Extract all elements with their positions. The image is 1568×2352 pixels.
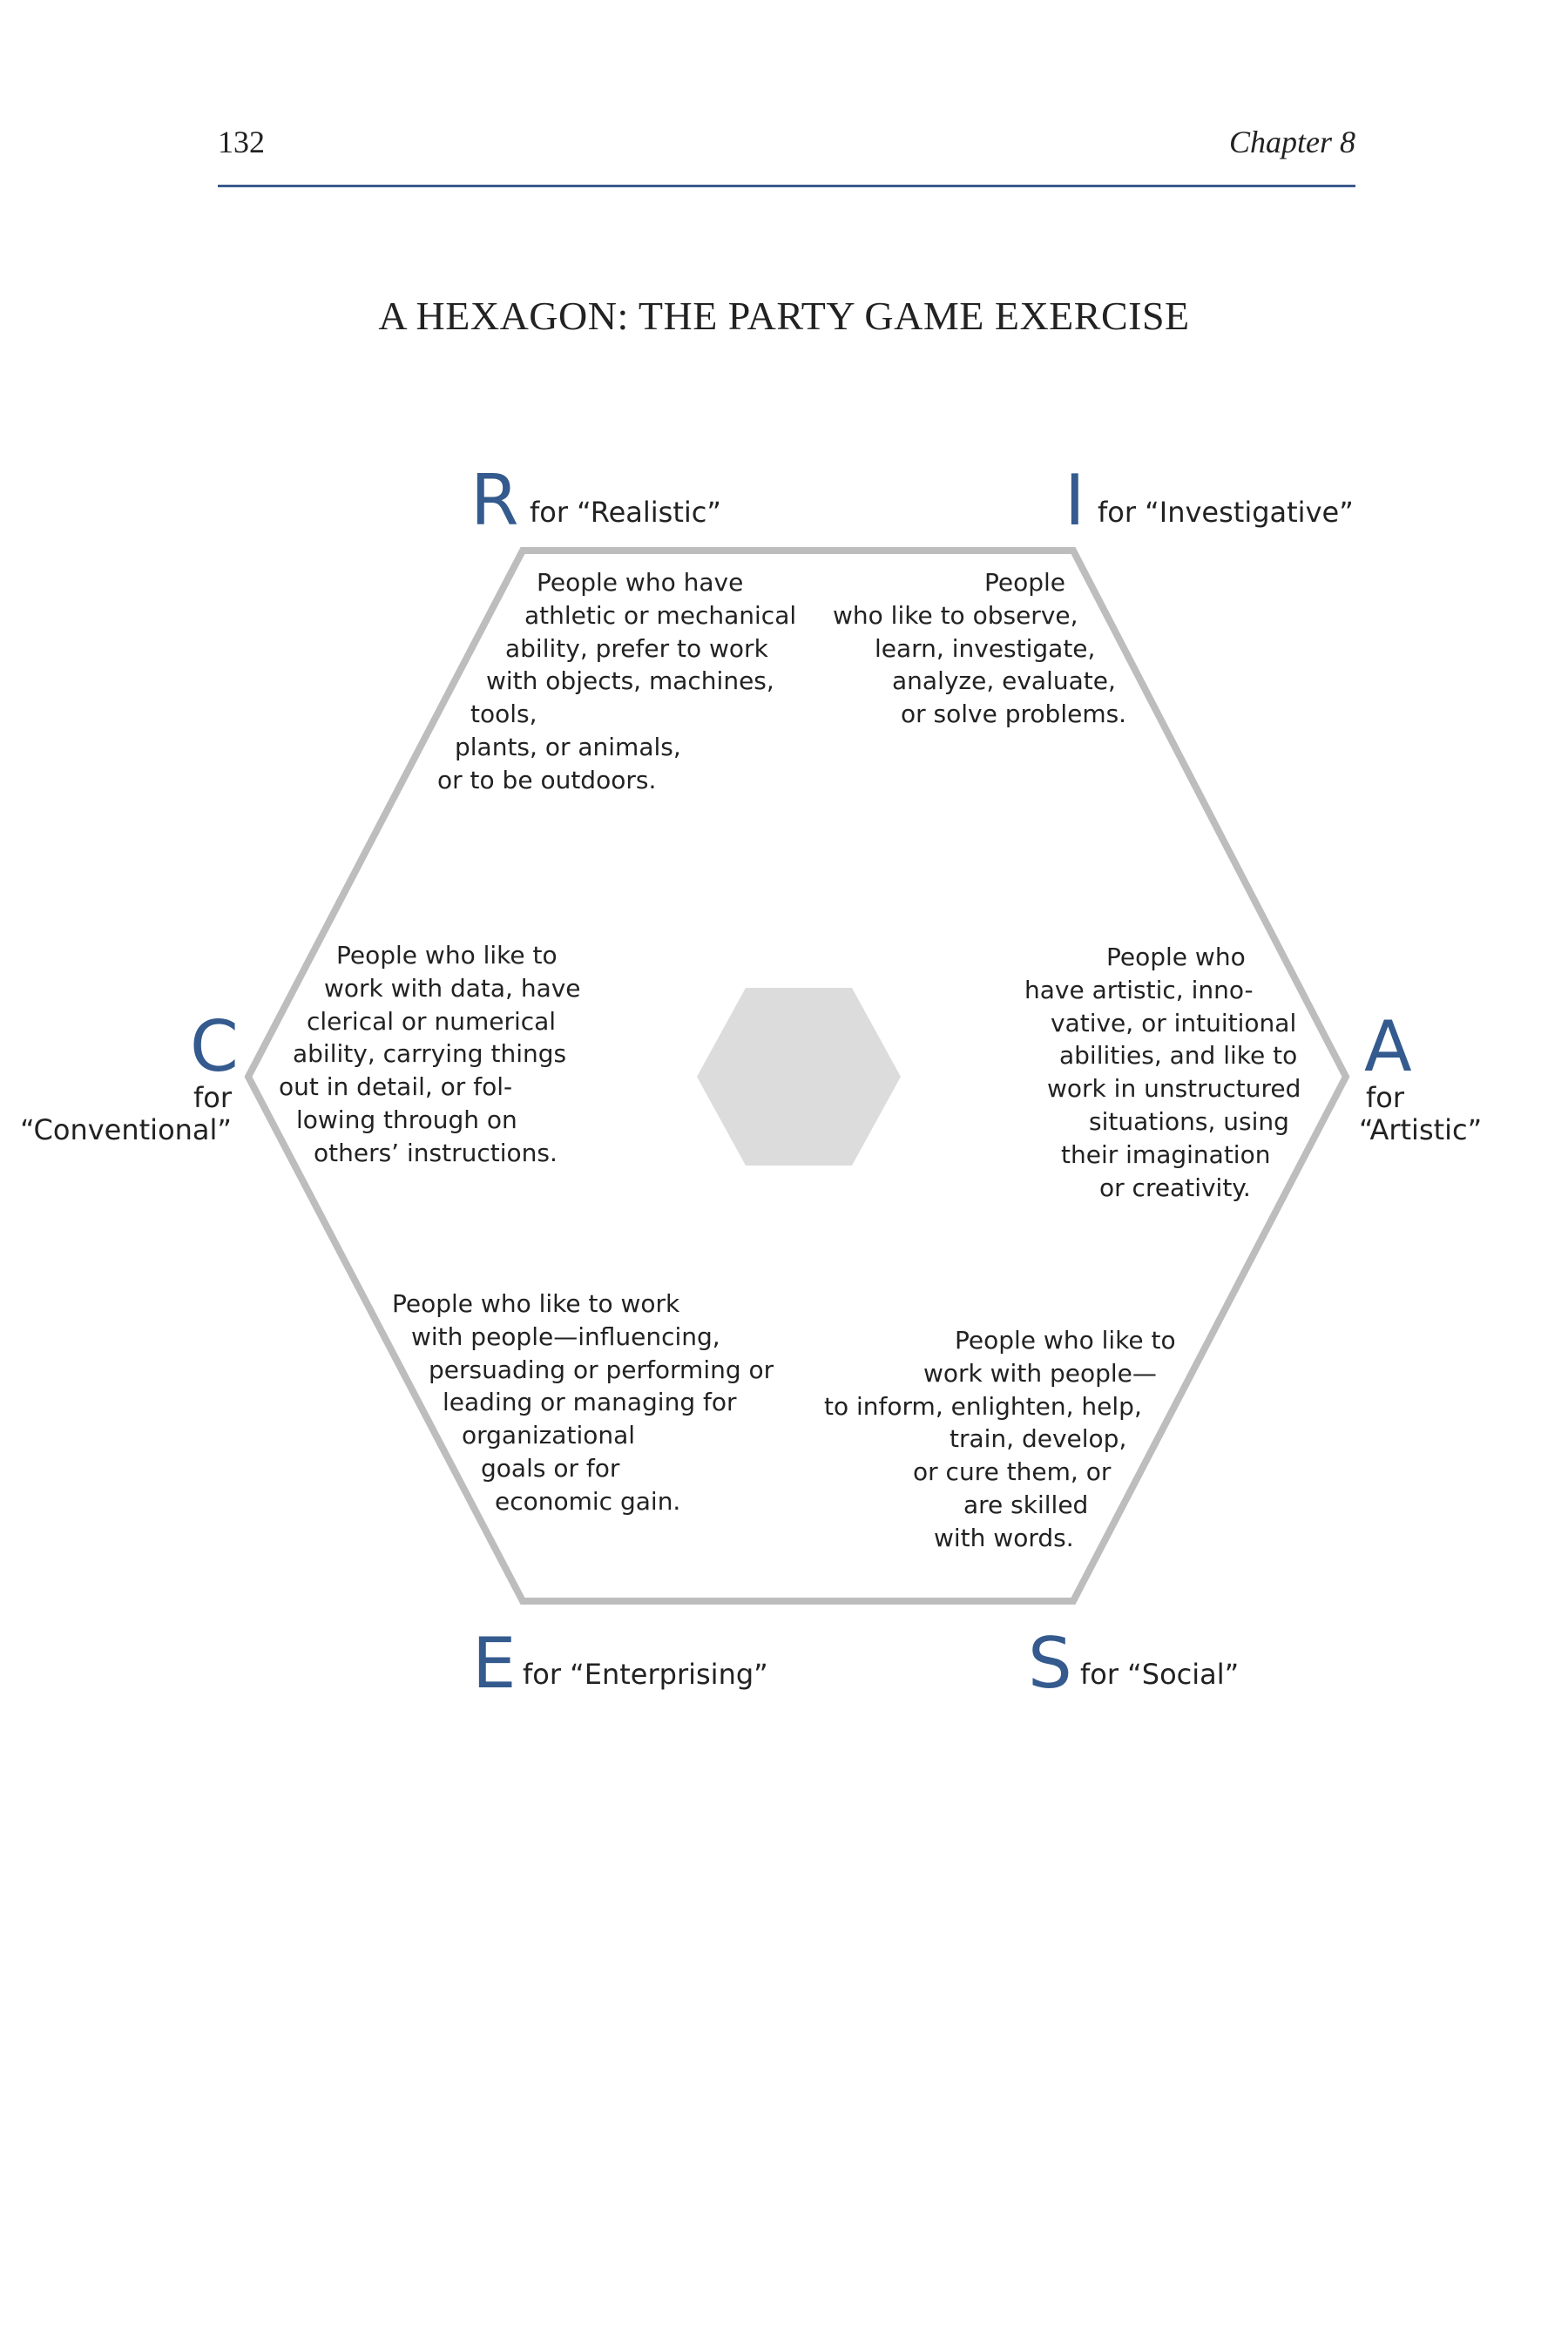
desc-line: athletic or mechanical bbox=[524, 600, 797, 630]
desc-line: or cure them, or bbox=[913, 1457, 1112, 1487]
desc-line: People who like to bbox=[955, 1326, 1176, 1355]
diagram-title: A HEXAGON: THE PARTY GAME EXERCISE bbox=[378, 294, 1190, 338]
chapter-title: Chapter 8 bbox=[1228, 125, 1355, 159]
social-description: People who like to work with people— to … bbox=[824, 1324, 1176, 1555]
investigative-description: People who like to observe, learn, inves… bbox=[833, 566, 1126, 731]
desc-line: economic gain. bbox=[495, 1486, 681, 1516]
desc-line: or creativity. bbox=[1099, 1173, 1251, 1202]
realistic-label: for “Realistic” bbox=[530, 496, 721, 529]
conventional-letter: C bbox=[190, 1006, 239, 1087]
desc-line: People who like to work bbox=[392, 1289, 680, 1318]
desc-line: work in unstructured bbox=[1047, 1074, 1301, 1104]
conventional-description: People who like to work with data, have … bbox=[277, 939, 581, 1170]
desc-line: with objects, machines, bbox=[486, 666, 774, 696]
artistic-description: People who have artistic, inno- vative, … bbox=[1024, 941, 1301, 1204]
desc-line: with words. bbox=[934, 1523, 1074, 1552]
desc-line: with people—influencing, bbox=[411, 1321, 720, 1351]
desc-line: others’ instructions. bbox=[314, 1138, 558, 1167]
enterprising-letter: E bbox=[472, 1623, 517, 1704]
artistic-letter: A bbox=[1364, 1006, 1412, 1087]
social-letter: S bbox=[1028, 1623, 1072, 1704]
desc-line: to inform, enlighten, help, bbox=[824, 1391, 1142, 1421]
desc-line: ability, prefer to work bbox=[505, 633, 768, 663]
desc-line: plants, or animals, bbox=[455, 732, 681, 761]
desc-line: clerical or numerical bbox=[307, 1006, 557, 1036]
investigative-letter: I bbox=[1064, 460, 1085, 541]
desc-line: situations, using bbox=[1089, 1106, 1289, 1136]
desc-line: work with people— bbox=[923, 1358, 1157, 1388]
investigative-label: for “Investigative” bbox=[1098, 496, 1354, 529]
desc-line: or solve problems. bbox=[901, 700, 1127, 729]
desc-line: People who bbox=[1106, 943, 1246, 971]
desc-line: People bbox=[984, 568, 1066, 597]
desc-line: their imagination bbox=[1061, 1139, 1271, 1169]
desc-line: or to be outdoors. bbox=[437, 765, 657, 794]
header-rule bbox=[218, 185, 1355, 187]
enterprising-description: People who like to work with people—infl… bbox=[392, 1288, 774, 1518]
artistic-label: “Artistic” bbox=[1359, 1113, 1483, 1146]
desc-line: organizational bbox=[462, 1421, 636, 1450]
desc-line: out in detail, or fol- bbox=[279, 1072, 513, 1102]
hexagon-outline bbox=[244, 547, 1350, 1605]
desc-line: tools, bbox=[470, 700, 537, 729]
conventional-label-for: for bbox=[193, 1081, 232, 1114]
desc-line: learn, investigate, bbox=[875, 633, 1096, 663]
realistic-letter: R bbox=[470, 460, 519, 541]
center-hexagon bbox=[697, 988, 901, 1166]
page-number: 132 bbox=[218, 125, 265, 159]
social-label: for “Social” bbox=[1080, 1658, 1240, 1691]
desc-line: who like to observe, bbox=[833, 600, 1078, 630]
conventional-label: “Conventional” bbox=[20, 1113, 232, 1146]
desc-line: lowing through on bbox=[296, 1105, 517, 1134]
desc-line: ability, carrying things bbox=[293, 1039, 567, 1069]
desc-line: People who have bbox=[537, 568, 744, 597]
artistic-label-for: for bbox=[1366, 1081, 1404, 1114]
enterprising-label: for “Enterprising” bbox=[523, 1658, 768, 1691]
desc-line: persuading or performing or bbox=[429, 1355, 774, 1384]
desc-line: goals or for bbox=[481, 1453, 620, 1483]
desc-line: People who like to bbox=[336, 941, 558, 970]
desc-line: vative, or intuitional bbox=[1051, 1008, 1297, 1037]
desc-line: leading or managing for bbox=[443, 1388, 737, 1417]
desc-line: analyze, evaluate, bbox=[892, 666, 1116, 696]
desc-line: abilities, and like to bbox=[1059, 1041, 1298, 1071]
desc-line: train, develop, bbox=[950, 1424, 1127, 1454]
desc-line: have artistic, inno- bbox=[1024, 975, 1254, 1004]
desc-line: are skilled bbox=[963, 1490, 1089, 1519]
realistic-description: People who have athletic or mechanical a… bbox=[436, 566, 796, 797]
desc-line: work with data, have bbox=[324, 973, 581, 1003]
